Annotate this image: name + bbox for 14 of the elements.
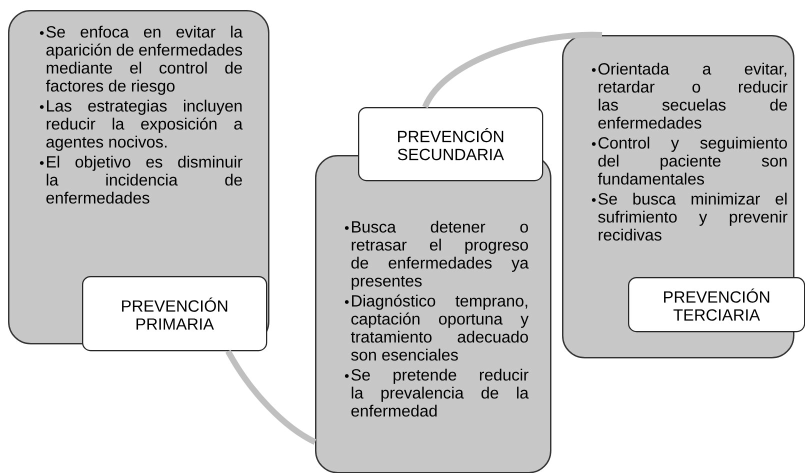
bullet-text: Orientada a evitar, retardar o reducir las secuelas de enfermedades	[592, 62, 788, 129]
bullet-text: Busca detener o retrasar el progreso de enfermedades ya presentes	[344, 220, 529, 290]
bullet-text: Control y seguimiento del paciente son fundamentales	[592, 136, 787, 185]
bullet-text: Las estrategias incluyen reducir la exposición a agentes nocivos.	[40, 100, 243, 151]
bullet-text: Se pretende reducir la prevalencia de la enfermedad	[344, 368, 529, 417]
title-box: PREVENCIÓN PRIMARIA	[82, 276, 268, 352]
bullet-text: Se enfoca en evitar la aparición de enfermedades mediante el control de factores de riesgo	[40, 26, 243, 95]
bullet-text: Se busca minimizar el sufrimiento y prevenir recidivas	[592, 192, 788, 241]
title-box: PREVENCIÓN TERCIARIA	[628, 276, 805, 332]
curved-connector	[422, 32, 602, 108]
title-box: PREVENCIÓN SECUNDARIA	[358, 107, 544, 182]
bullet-text: Diagnóstico temprano, captación oportuna y tratamiento adecuado son esenciales	[344, 294, 529, 361]
bullet-text: El objetivo es disminuir la incidencia de enfermedades	[40, 156, 242, 204]
curved-connector	[225, 350, 316, 445]
